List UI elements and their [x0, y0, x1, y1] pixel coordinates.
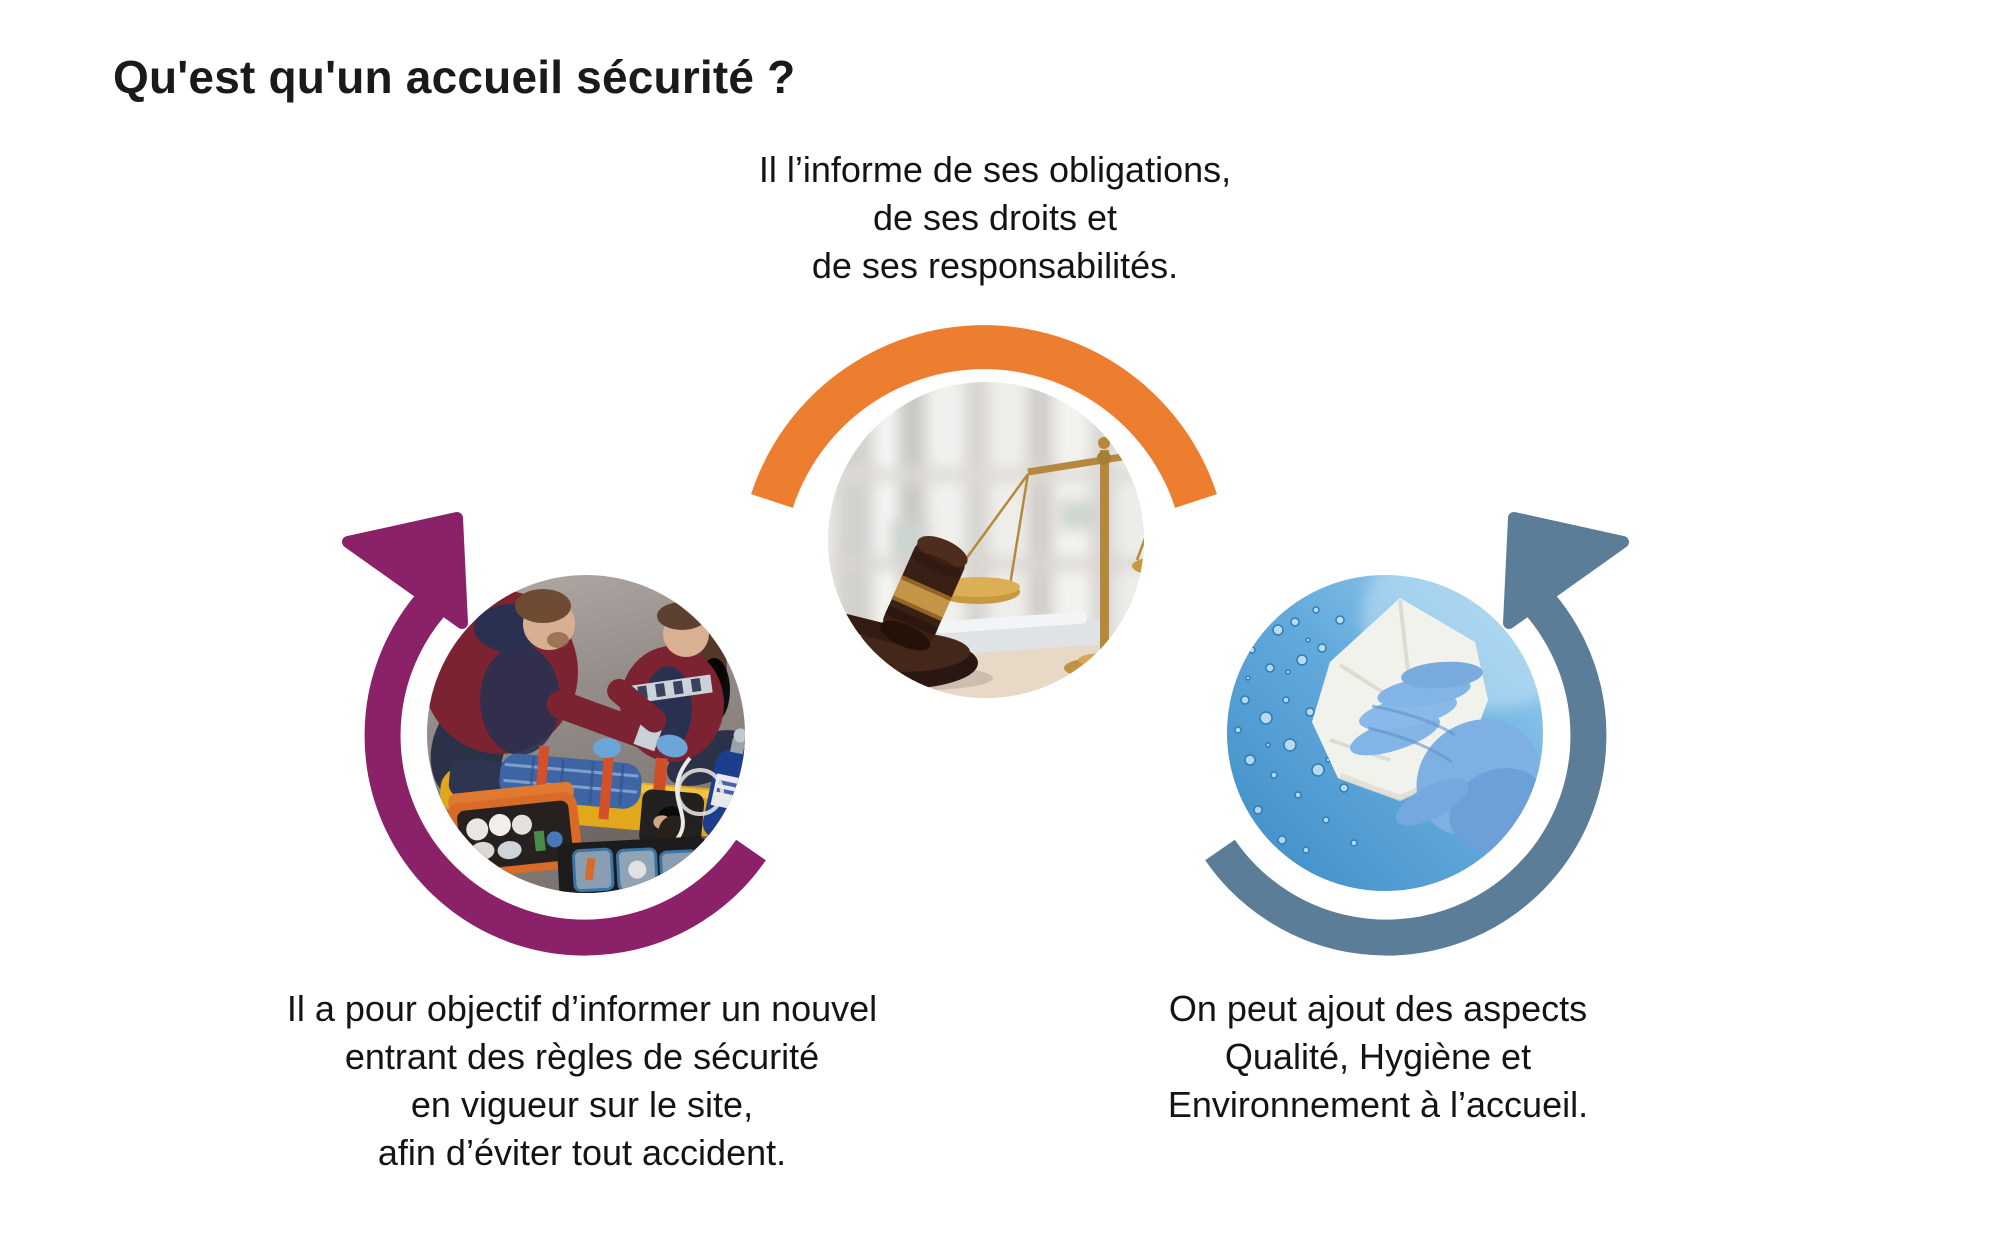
supply-pouches	[557, 836, 710, 893]
safety-loop-arrow-icon	[342, 512, 766, 956]
objective-note-line: en vigueur sur le site,	[410, 1084, 754, 1125]
objective-note-line: entrant des règles de sécurité	[344, 1036, 820, 1077]
paramedic-arms	[546, 678, 688, 758]
objective-note-line: Il a pour objectif d’informer un nouvel	[286, 988, 878, 1029]
page-title: Qu'est qu'un accueil sécurité ?	[113, 51, 796, 103]
legal-note-line: de ses responsabilités.	[811, 245, 1179, 286]
legal-note-line: Il l’informe de ses obligations,	[758, 149, 1232, 190]
desk-papers	[924, 611, 1111, 657]
qhe-note-line: Environnement à l’accueil.	[1167, 1084, 1589, 1125]
legal-note-line: de ses droits et	[872, 197, 1118, 238]
first-aid-stretcher-photo	[427, 575, 745, 893]
hygiene-loop-arrow-icon	[1205, 512, 1629, 956]
objective-note-line: afin d’éviter tout accident.	[377, 1132, 787, 1173]
legal-arc	[751, 325, 1217, 508]
water-droplets	[1234, 602, 1368, 854]
gloved-hand-icon	[1350, 661, 1543, 852]
qhe-note: On peut ajout des aspects Qualité, Hygiè…	[978, 985, 1778, 1129]
objective-note: Il a pour objectif d’informer un nouvel …	[182, 985, 982, 1177]
glove-cleaning-photo	[1227, 575, 1543, 891]
legal-note: Il l’informe de ses obligations, de ses …	[595, 146, 1395, 290]
qhe-note-line: On peut ajout des aspects	[1168, 988, 1588, 1029]
qhe-note-line: Qualité, Hygiène et	[1224, 1036, 1532, 1077]
